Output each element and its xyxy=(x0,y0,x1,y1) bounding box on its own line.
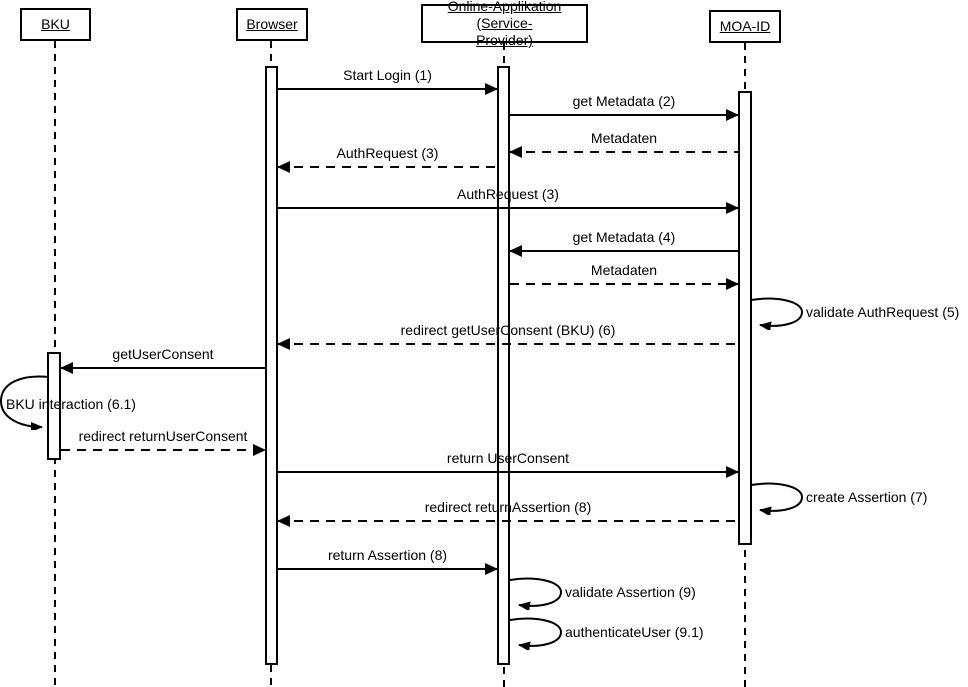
message-getuserconsent: getUserConsent xyxy=(60,346,265,375)
actor-label-moa-id: MOA-ID xyxy=(719,18,771,34)
actor-label-online-applikation: Online-Applikation (Service- Provider) xyxy=(447,0,562,48)
arrowhead-right-icon xyxy=(726,466,739,478)
message-label: AuthRequest (3) xyxy=(336,145,439,161)
actor-box-browser: Browser xyxy=(236,8,308,41)
actor-label-browser: Browser xyxy=(246,16,298,32)
message-label: get Metadata (4) xyxy=(572,229,676,245)
arrowhead-right-icon xyxy=(485,563,498,575)
activation-bar-online-applikation xyxy=(497,66,510,665)
message-line xyxy=(510,250,738,252)
arrowhead-left-icon xyxy=(277,338,290,350)
self-message-label-validate-assertion: validate Assertion (9) xyxy=(565,584,696,600)
message-label: redirect returnAssertion (8) xyxy=(424,499,592,515)
message-label: redirect returnUserConsent xyxy=(78,428,248,444)
message-label: AuthRequest (3) xyxy=(457,186,559,202)
message-line xyxy=(61,449,265,451)
activation-bar-moa-id xyxy=(738,91,752,545)
message-label: return Assertion (8) xyxy=(327,547,448,563)
message-redirect-getuserconsent: redirect getUserConsent (BKU) (6) xyxy=(277,322,738,351)
self-message-label-create-assertion: create Assertion (7) xyxy=(806,489,928,505)
message-line xyxy=(510,283,738,285)
arrowhead-left-icon xyxy=(60,362,73,374)
self-message-label-bku-interaction: BKU interaction (6.1) xyxy=(6,396,136,412)
actor-box-bku: BKU xyxy=(20,8,91,41)
self-loop-create-assertion xyxy=(750,482,804,515)
arrowhead-left-icon xyxy=(509,245,522,257)
message-line xyxy=(278,207,738,209)
message-line xyxy=(278,471,738,473)
message-line xyxy=(278,88,497,90)
message-return-userconsent: return UserConsent xyxy=(278,450,739,479)
arrowhead-right-icon xyxy=(726,278,739,290)
self-loop-bku-interaction xyxy=(0,375,50,430)
message-authrequest-to-moa-id: AuthRequest (3) xyxy=(278,186,739,215)
message-label: redirect getUserConsent (BKU) (6) xyxy=(400,322,616,338)
arrowhead-right-icon xyxy=(726,109,739,121)
message-line xyxy=(278,343,738,345)
message-authrequest-to-browser: AuthRequest (3) xyxy=(277,145,497,174)
message-line xyxy=(278,568,497,570)
message-metadaten-reply-2: Metadaten xyxy=(509,130,738,159)
message-line xyxy=(61,367,265,369)
self-loop-validate-assertion xyxy=(509,577,563,610)
activation-bar-browser xyxy=(265,66,278,665)
actor-box-moa-id: MOA-ID xyxy=(709,10,781,43)
message-metadaten-reply-4: Metadaten xyxy=(510,262,739,291)
message-label: Metadaten xyxy=(590,130,658,146)
message-label: Metadaten xyxy=(590,262,658,278)
activation-bar-bku xyxy=(47,352,61,460)
message-start-login: Start Login (1) xyxy=(278,67,498,96)
message-label: return UserConsent xyxy=(446,450,570,466)
message-label: getUserConsent xyxy=(112,346,214,362)
message-return-assertion: return Assertion (8) xyxy=(278,547,498,576)
arrowhead-left-icon xyxy=(509,146,522,158)
message-line xyxy=(510,151,738,153)
message-label: get Metadata (2) xyxy=(572,93,676,109)
self-loop-authenticateuser xyxy=(509,617,563,650)
self-message-label-authenticateuser: authenticateUser (9.1) xyxy=(565,624,704,640)
message-line xyxy=(510,114,738,116)
arrowhead-left-icon xyxy=(277,161,290,173)
message-get-metadata-4: get Metadata (4) xyxy=(509,229,738,258)
arrowhead-left-icon xyxy=(277,515,290,527)
self-message-label-validate-authrequest: validate AuthRequest (5) xyxy=(806,304,960,320)
arrowhead-right-icon xyxy=(726,202,739,214)
message-line xyxy=(278,166,497,168)
message-get-metadata-2: get Metadata (2) xyxy=(510,93,739,122)
message-line xyxy=(278,520,738,522)
message-redirect-returnuserconsent: redirect returnUserConsent xyxy=(61,428,266,457)
actor-box-online-applikation: Online-Applikation (Service- Provider) xyxy=(421,0,588,48)
arrowhead-right-icon xyxy=(485,83,498,95)
message-label: Start Login (1) xyxy=(343,67,432,83)
self-loop-validate-authrequest xyxy=(750,297,804,330)
arrowhead-right-icon xyxy=(253,444,266,456)
message-redirect-returnassertion: redirect returnAssertion (8) xyxy=(277,499,738,528)
actor-label-bku: BKU xyxy=(41,16,70,32)
